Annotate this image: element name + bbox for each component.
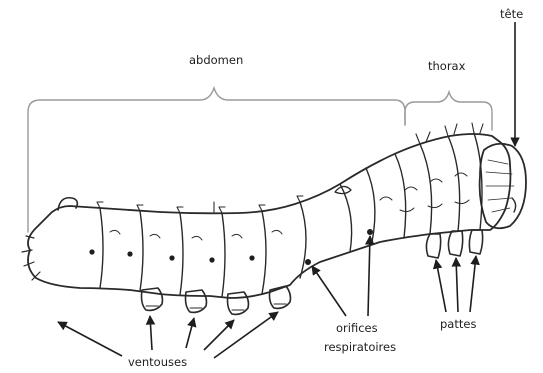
spiracle-pointer-1 xyxy=(312,266,346,316)
thorax-brace xyxy=(405,92,492,130)
legs-pointer-1 xyxy=(436,260,446,312)
spiracles-label-line2: respiratoires xyxy=(324,340,396,354)
thorax-label: thorax xyxy=(428,59,466,73)
spiracle-pointer-2 xyxy=(368,236,370,316)
prolegs-pointer-2 xyxy=(150,316,152,350)
prolegs-label: ventouses xyxy=(128,355,187,369)
prolegs-pointer-5 xyxy=(214,312,278,358)
abdomen-brace xyxy=(28,88,405,232)
prolegs xyxy=(142,286,291,314)
true-legs xyxy=(426,230,482,258)
prolegs-pointer-3 xyxy=(186,318,194,348)
prolegs-pointer-4 xyxy=(204,320,234,350)
abdomen-label: abdomen xyxy=(189,53,243,67)
spiracles-label-line1: orifices xyxy=(336,321,378,335)
legs-pointer-3 xyxy=(470,256,476,312)
legs-label: pattes xyxy=(440,317,476,331)
prolegs-pointer-1 xyxy=(58,322,122,356)
legs-pointer-2 xyxy=(456,258,458,312)
head-label: tête xyxy=(500,7,523,21)
caterpillar-body xyxy=(22,123,510,298)
